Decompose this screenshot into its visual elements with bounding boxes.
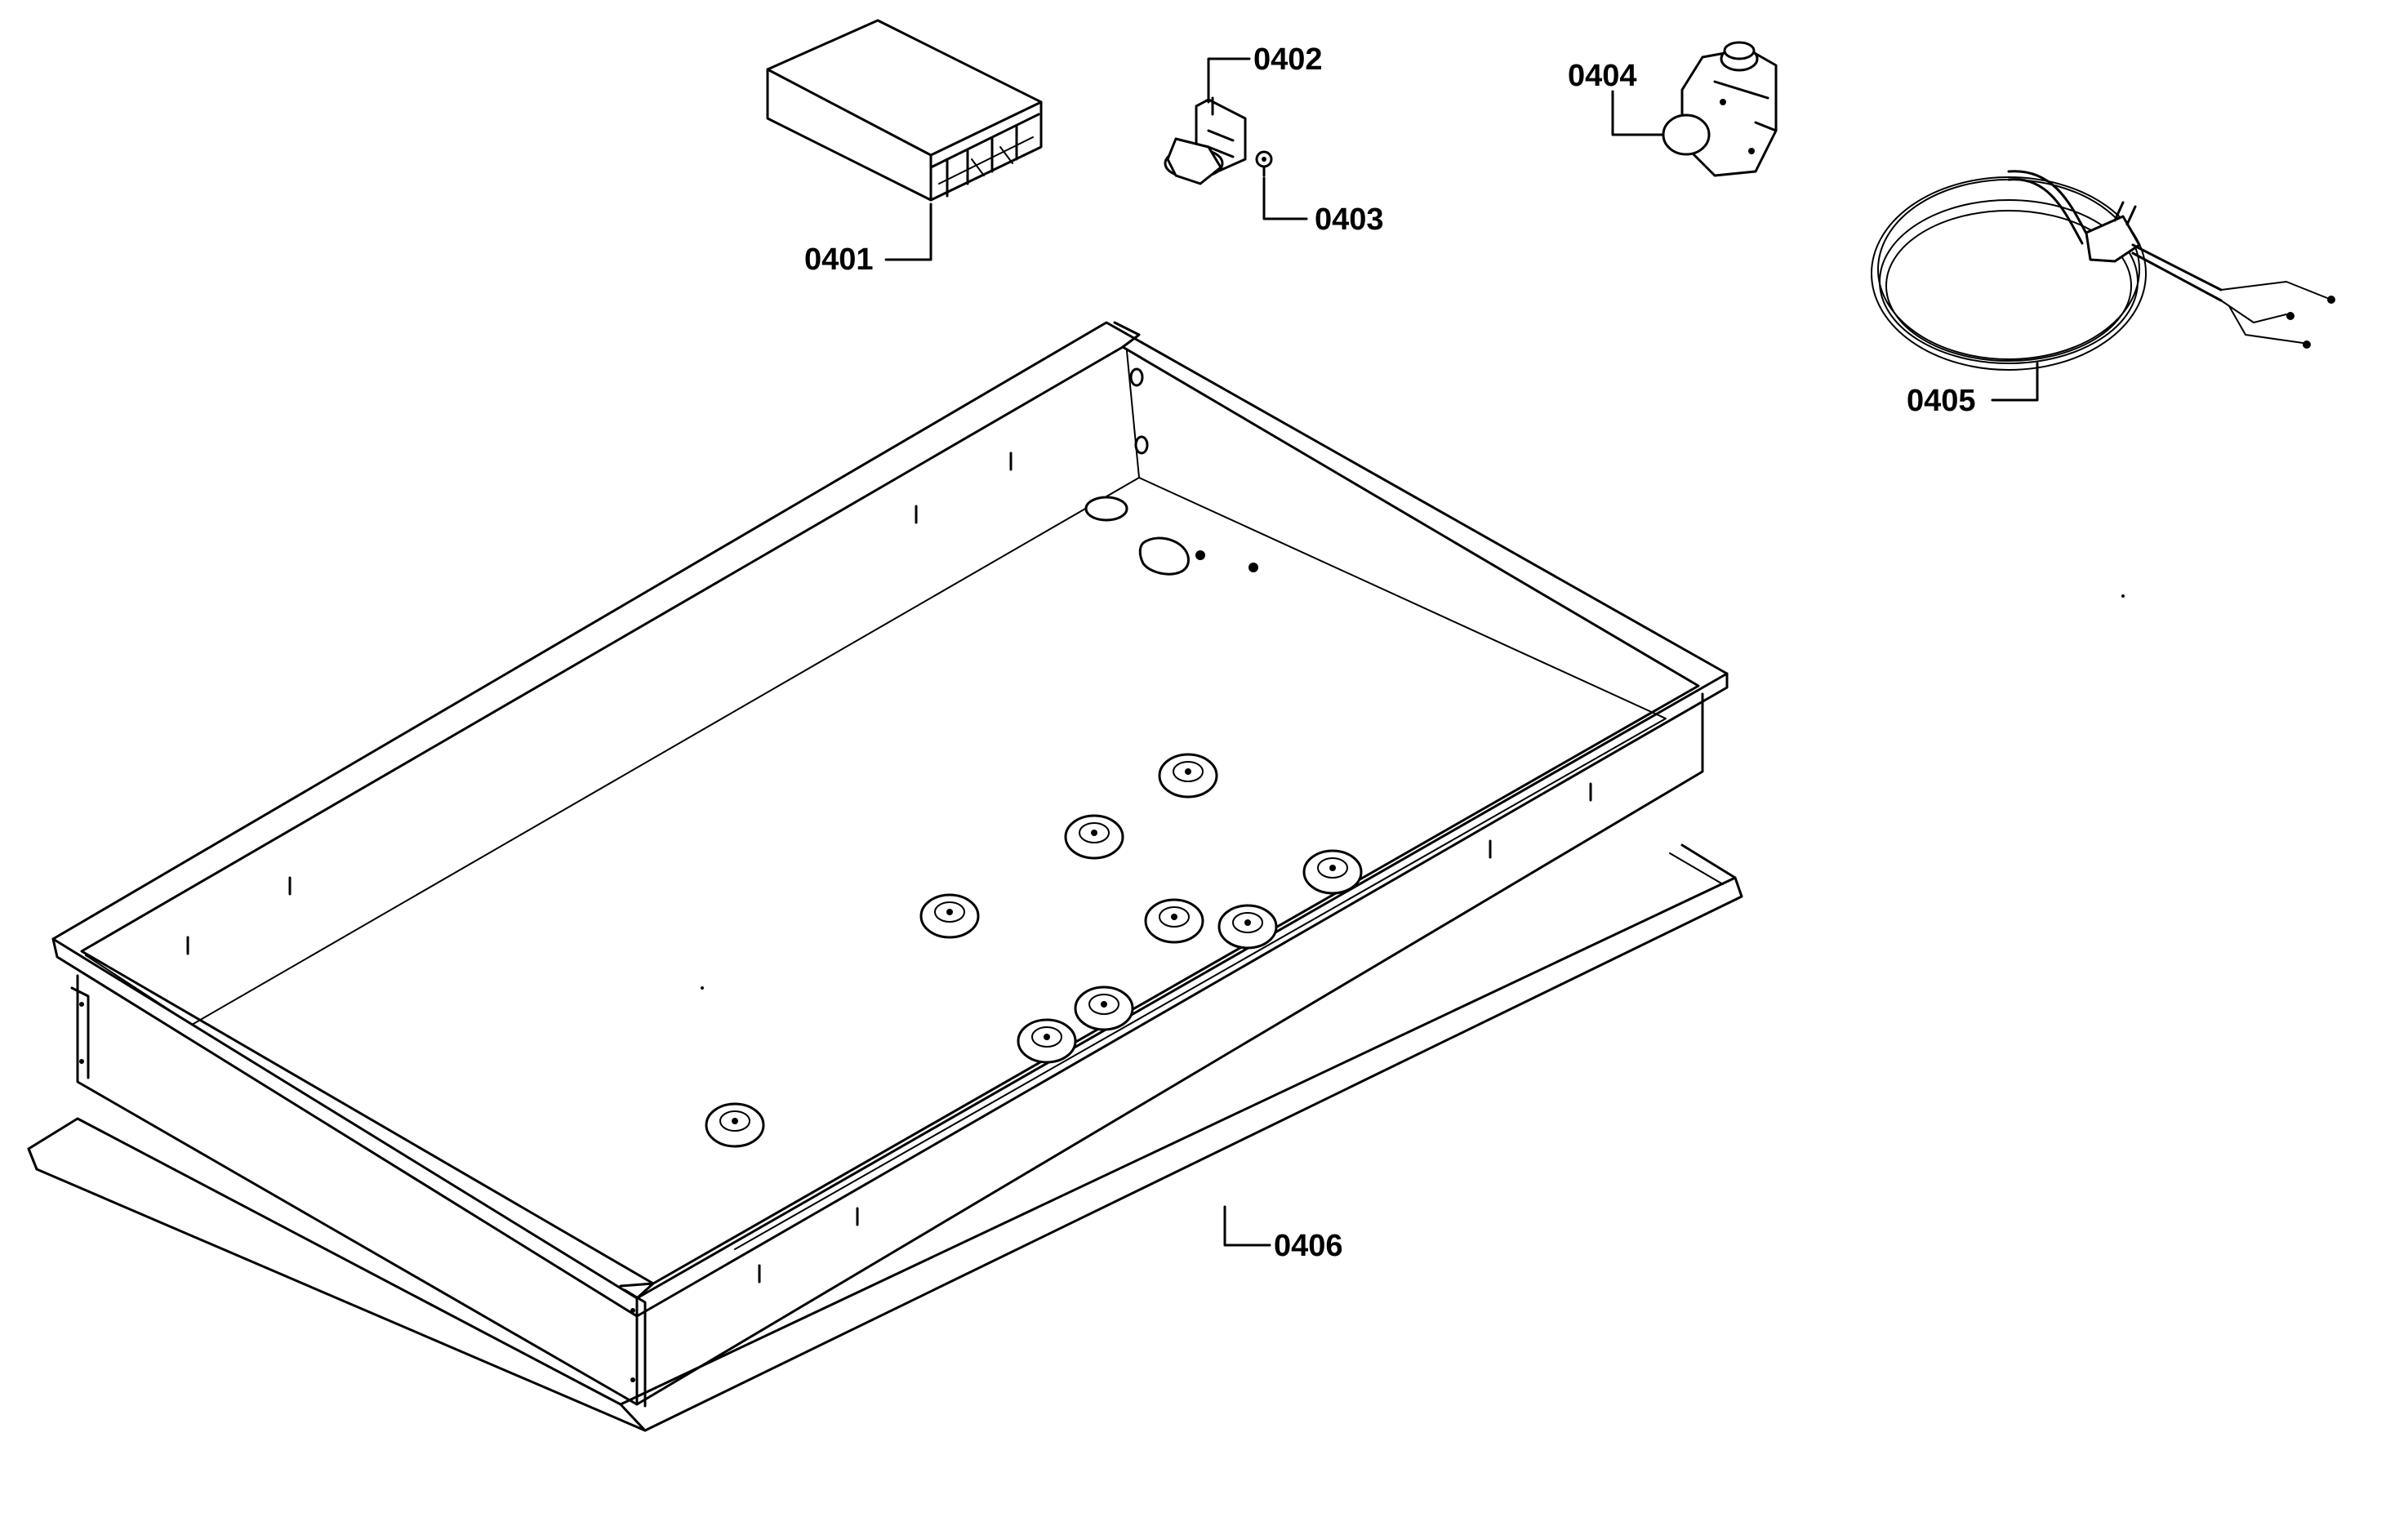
burner-grommet [1302, 849, 1363, 895]
burner-grommet-inner [1232, 912, 1263, 933]
leader-0405 [1991, 362, 2039, 402]
part-label-0406: 0406 [1274, 1229, 1343, 1263]
burner-grommet-inner [1079, 822, 1110, 843]
burner-grommet-inner [1159, 906, 1190, 928]
leader-0402 [1207, 57, 1251, 104]
burner-grommet-hole [1329, 865, 1336, 871]
burner-grommet-hole [1185, 768, 1191, 775]
switch-part [1164, 96, 1247, 185]
burner-grommet-hole [1091, 830, 1097, 836]
gasket-frame [27, 843, 1743, 1432]
burner-grommet [1074, 986, 1134, 1031]
screw-part [1255, 150, 1273, 177]
leader-0403 [1262, 176, 1308, 220]
burner-grommet [919, 893, 980, 939]
burner-grommet-hole [1244, 919, 1251, 926]
burner-grommet [1217, 904, 1278, 950]
burner-grommet-inner [1031, 1026, 1062, 1048]
burner-grommet-inner [1088, 994, 1119, 1015]
part-label-0403: 0403 [1315, 202, 1384, 237]
leader-0404 [1611, 90, 1663, 136]
leader-0401 [884, 202, 932, 261]
part-label-0405: 0405 [1907, 384, 1976, 418]
burner-grommet [1144, 898, 1204, 944]
burner-grommet-inner [1173, 761, 1204, 782]
burner-grommet-inner [719, 1110, 750, 1132]
part-label-0402: 0402 [1253, 42, 1323, 77]
burner-grommet-hole [1101, 1001, 1107, 1008]
burner-grommet-inner [1317, 857, 1348, 879]
burner-grommet-hole [732, 1118, 738, 1124]
burner-grommet-hole [1044, 1034, 1050, 1040]
valve-part [1662, 41, 1778, 177]
burner-grommets [705, 753, 1363, 1148]
part-label-0401: 0401 [804, 242, 874, 277]
burner-grommet [1064, 814, 1124, 860]
power-cord-part [1871, 170, 2335, 371]
burner-grommet [1158, 753, 1218, 799]
leader-0406 [1223, 1205, 1271, 1247]
burner-grommet-inner [934, 901, 965, 923]
junction-box-part [766, 19, 1043, 202]
cooktop-tray [51, 321, 1729, 1408]
part-label-0404: 0404 [1568, 59, 1637, 93]
burner-grommet-hole [946, 909, 953, 915]
burner-grommet [705, 1102, 765, 1148]
burner-grommet-hole [1171, 914, 1177, 920]
burner-grommet [1017, 1018, 1077, 1064]
